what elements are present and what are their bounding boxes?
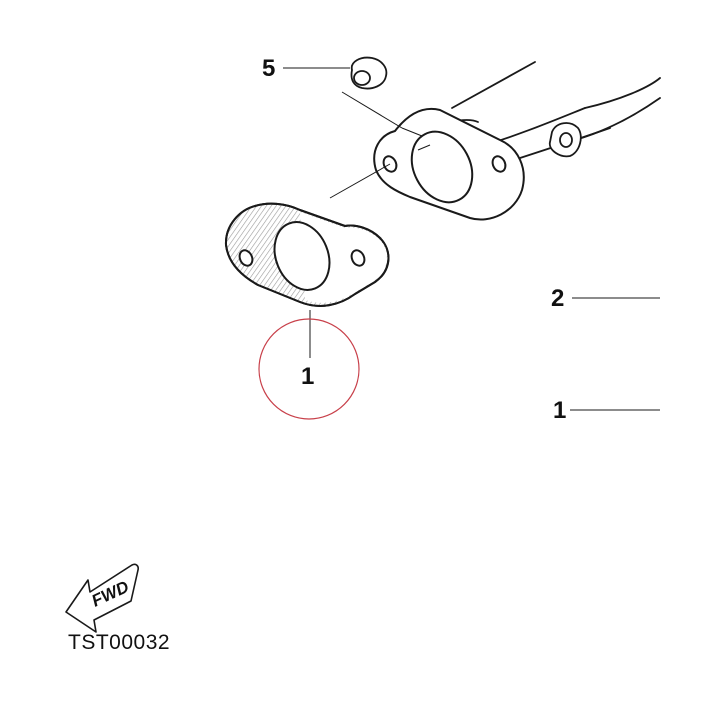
pipe-flange xyxy=(373,107,525,221)
forward-arrow-icon: FWD xyxy=(65,563,139,633)
flange-nut xyxy=(350,56,388,90)
exhaust-gasket xyxy=(224,202,390,307)
callout-1-right: 1 xyxy=(553,397,567,424)
assembly-lines xyxy=(283,67,660,411)
callout-2: 2 xyxy=(551,285,565,312)
pipe-bracket xyxy=(548,122,582,158)
callout-1-circled: 1 xyxy=(301,363,315,390)
callout-5: 5 xyxy=(262,55,276,82)
document-code: TST00032 xyxy=(68,631,171,654)
highlight-circle xyxy=(258,318,360,420)
